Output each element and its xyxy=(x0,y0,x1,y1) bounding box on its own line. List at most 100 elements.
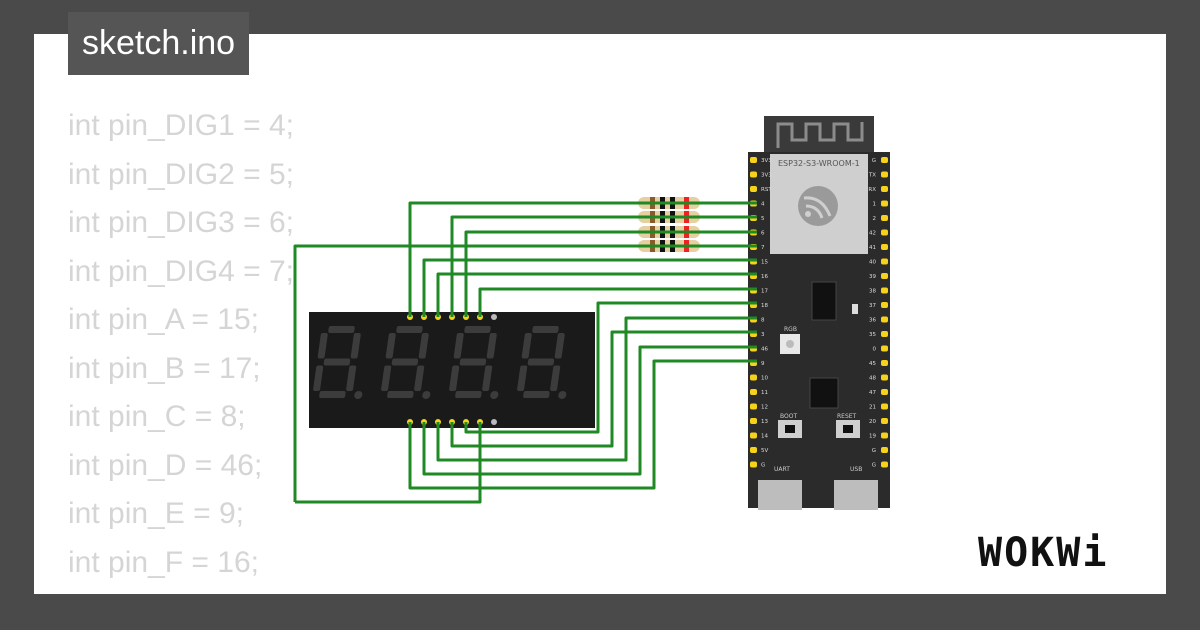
board-pin-left[interactable] xyxy=(750,374,757,381)
segment xyxy=(328,326,355,333)
board-pin-right[interactable] xyxy=(881,360,888,366)
decimal-point xyxy=(422,391,431,399)
display-digit xyxy=(517,326,567,399)
pin-label: 40 xyxy=(869,260,876,266)
wire[interactable] xyxy=(436,316,757,462)
display-digit xyxy=(449,326,499,399)
pin-label: 18 xyxy=(761,303,768,309)
pin-label: 47 xyxy=(869,390,876,396)
preview-card xyxy=(34,34,1166,594)
board-pin-right[interactable] xyxy=(881,432,888,439)
board-pin-left[interactable] xyxy=(750,418,757,424)
display-pin-top[interactable] xyxy=(491,314,497,320)
wire[interactable] xyxy=(450,330,757,448)
board-pin-right[interactable] xyxy=(881,461,888,468)
wire[interactable] xyxy=(478,287,757,317)
board-pin-left[interactable] xyxy=(750,447,757,453)
pin-label: 0 xyxy=(873,347,877,353)
pin-label: 10 xyxy=(761,376,768,382)
pin-label: 16 xyxy=(761,274,768,280)
pin-label: 46 xyxy=(761,347,768,353)
wire[interactable] xyxy=(422,258,757,317)
pin-label: 2 xyxy=(873,216,877,222)
display-digit xyxy=(381,326,431,399)
code-line: int pin_B = 17; xyxy=(68,351,261,385)
segment xyxy=(323,358,351,366)
pin-label: 35 xyxy=(869,332,876,338)
board-pin-right[interactable] xyxy=(881,229,888,236)
code-line: int pin_DIG2 = 5; xyxy=(68,157,294,191)
board-pin-left[interactable] xyxy=(750,432,757,439)
board-pin-right[interactable] xyxy=(881,215,888,221)
wire[interactable] xyxy=(464,230,757,317)
wire[interactable] xyxy=(464,301,757,434)
board-pin-right[interactable] xyxy=(881,157,888,163)
pin-label: 3V3 xyxy=(761,173,772,179)
segment xyxy=(414,365,425,391)
board-pin-right[interactable] xyxy=(881,302,888,308)
wire[interactable] xyxy=(450,215,757,317)
board-pin-right[interactable] xyxy=(881,244,888,250)
wire[interactable] xyxy=(408,201,757,317)
board-pin-right[interactable] xyxy=(881,389,888,395)
board-pin-left[interactable] xyxy=(750,171,757,178)
wire[interactable] xyxy=(422,345,757,476)
pin-label: 13 xyxy=(761,419,768,425)
board-pin-right[interactable] xyxy=(881,418,888,424)
seven-segment-display[interactable] xyxy=(309,312,595,428)
board-pin-right[interactable] xyxy=(881,345,888,352)
pin-label: 6 xyxy=(761,231,765,237)
pin-label: G xyxy=(872,463,876,469)
board-pin-left[interactable] xyxy=(750,403,757,410)
display-digit xyxy=(313,326,363,399)
module-label: ESP32-S3-WROOM-1 xyxy=(778,159,860,168)
pin-label: 3 xyxy=(761,332,765,338)
board-pin-right[interactable] xyxy=(881,374,888,381)
board-pin-left[interactable] xyxy=(750,186,757,192)
board-pin-right[interactable] xyxy=(881,258,888,265)
segment xyxy=(387,391,414,398)
pin-label: 37 xyxy=(869,303,876,309)
segment xyxy=(319,391,346,398)
pin-label: 48 xyxy=(869,376,876,382)
display-pin-bottom[interactable] xyxy=(491,419,497,425)
pin-label: 3V3 xyxy=(761,158,772,164)
code-line: int pin_DIG4 = 7; xyxy=(68,254,294,288)
segment xyxy=(464,326,491,333)
wire[interactable] xyxy=(408,359,757,490)
espressif-logo xyxy=(798,186,838,226)
pin-label: 45 xyxy=(869,361,876,367)
segment xyxy=(554,333,565,359)
board-pin-left[interactable] xyxy=(750,461,757,468)
board-pin-right[interactable] xyxy=(881,331,888,337)
segment xyxy=(385,333,396,359)
board-pin-right[interactable] xyxy=(881,403,888,410)
segment xyxy=(418,333,429,359)
board-pin-right[interactable] xyxy=(881,273,888,279)
board-pin-right[interactable] xyxy=(881,186,888,192)
decimal-point xyxy=(490,391,499,399)
file-tab[interactable]: sketch.ino xyxy=(68,12,250,75)
board-pin-left[interactable] xyxy=(750,157,757,163)
wire[interactable] xyxy=(293,244,757,502)
pin-label: 1 xyxy=(873,202,877,208)
board-pin-right[interactable] xyxy=(881,287,888,294)
pin-label: RST xyxy=(761,187,772,193)
segment xyxy=(550,365,561,391)
segment xyxy=(482,365,493,391)
uart-port[interactable] xyxy=(758,480,802,510)
segment xyxy=(521,333,532,359)
board-pin-left[interactable] xyxy=(750,389,757,395)
board-pin-right[interactable] xyxy=(881,316,888,323)
usb-label: USB xyxy=(850,466,862,473)
wire[interactable] xyxy=(436,272,757,317)
usb-port[interactable] xyxy=(834,480,878,510)
esp32-s3-board[interactable]: ESP32-S3-WROOM-1 RGB BOOT RESET UART USB… xyxy=(748,116,890,510)
pin-label: RX xyxy=(868,187,876,193)
wire[interactable] xyxy=(295,422,482,504)
board-pin-right[interactable] xyxy=(881,171,888,178)
board-pin-right[interactable] xyxy=(881,447,888,453)
usb-bridge-chip xyxy=(809,377,839,409)
board-pin-right[interactable] xyxy=(881,200,888,207)
